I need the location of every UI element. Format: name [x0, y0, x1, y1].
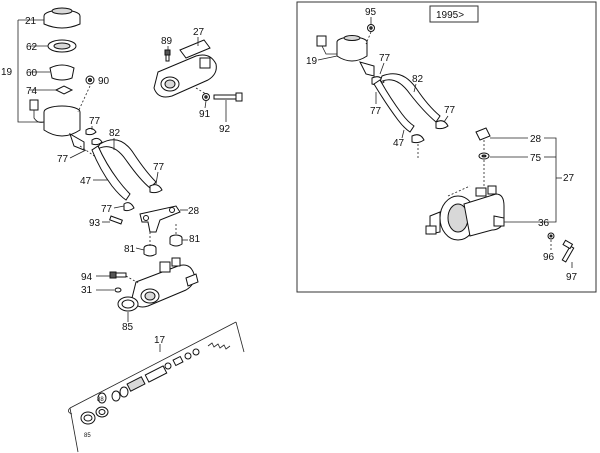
- washer-91: [202, 93, 210, 101]
- callout-81-b: 81: [189, 234, 201, 245]
- washer-90: [85, 75, 95, 85]
- inset-callout-82: 82: [412, 74, 424, 85]
- callout-77-a: 77: [89, 116, 101, 127]
- callout-92: 92: [219, 124, 231, 135]
- callout-88-small: 88: [97, 397, 104, 403]
- inset-callout-47: 47: [393, 138, 405, 149]
- inset-washer-96: [547, 232, 555, 240]
- callout-19: 19: [1, 67, 13, 78]
- grommet-81-left: [143, 244, 157, 257]
- callout-94: 94: [81, 272, 93, 283]
- inset-bolt-97: [561, 239, 575, 263]
- callout-28: 28: [188, 206, 200, 217]
- inset-washer-75: [478, 152, 490, 160]
- washer-31: [114, 287, 122, 293]
- callout-21: 21: [25, 16, 37, 27]
- callout-60: 60: [26, 68, 38, 79]
- callout-47: 47: [80, 176, 92, 187]
- inset-year-label: 1995>: [436, 10, 464, 21]
- callout-93: 93: [89, 218, 101, 229]
- inset-year-box: [429, 5, 479, 23]
- inset-callout-77-b: 77: [370, 106, 382, 117]
- callout-81-a: 81: [124, 244, 136, 255]
- inset-callout-27: 27: [563, 173, 575, 184]
- clamp-77-left: [123, 202, 135, 212]
- inset-callout-36: 36: [538, 218, 550, 229]
- seal-ring-85: [117, 296, 139, 312]
- callout-77-c: 77: [153, 162, 165, 173]
- inset-callout-96: 96: [543, 252, 555, 263]
- strainer-74: [54, 85, 74, 95]
- reservoir-cap-21: [43, 7, 81, 29]
- inset-clamp-77-right: [435, 120, 449, 130]
- reservoir-body-19: [29, 99, 85, 151]
- callout-77-b: 77: [57, 154, 69, 165]
- callout-91: 91: [199, 109, 211, 120]
- inset-booster-assembly: [425, 185, 505, 241]
- inset-washer-95: [367, 24, 375, 32]
- bolt-92: [213, 92, 243, 102]
- inset-callout-95: 95: [365, 7, 377, 18]
- inset-panel: [296, 1, 597, 293]
- screw-89: [164, 49, 171, 62]
- inset-reservoir-19: [316, 35, 375, 77]
- float-60: [49, 64, 75, 81]
- master-cylinder-lower: [131, 257, 199, 308]
- inset-callout-19: 19: [306, 56, 318, 67]
- callout-27: 27: [193, 27, 205, 38]
- inset-callout-77-c: 77: [444, 105, 456, 116]
- inset-callout-77-a: 77: [379, 53, 391, 64]
- pin-93: [109, 215, 123, 225]
- callout-89: 89: [161, 36, 173, 47]
- callout-85-small: 85: [84, 433, 91, 439]
- callout-17: 17: [154, 335, 166, 346]
- inset-hose-47: [373, 79, 415, 133]
- bolt-94: [109, 271, 127, 279]
- inset-callout-28: 28: [530, 134, 542, 145]
- grommet-81-right: [169, 234, 183, 247]
- inset-fitting-28: [475, 127, 491, 141]
- hose-47: [91, 145, 131, 201]
- callout-90: 90: [98, 76, 110, 87]
- clamp-77-upper: [85, 127, 103, 146]
- callout-85: 85: [122, 322, 134, 333]
- callout-31: 31: [81, 285, 93, 296]
- clamp-77-right: [149, 184, 163, 194]
- inset-callout-75: 75: [530, 153, 542, 164]
- master-cylinder-upper-27: [153, 39, 217, 98]
- bracket-28: [139, 205, 181, 233]
- inset-callout-97: 97: [566, 272, 578, 283]
- inset-clamp-77-lower: [411, 134, 425, 144]
- callout-82: 82: [109, 128, 121, 139]
- callout-77-d: 77: [101, 204, 113, 215]
- callout-74: 74: [26, 86, 38, 97]
- diaphragm-62: [47, 39, 77, 53]
- repair-kit-17: [68, 321, 245, 453]
- inset-hose-82: [379, 73, 441, 123]
- callout-62: 62: [26, 42, 38, 53]
